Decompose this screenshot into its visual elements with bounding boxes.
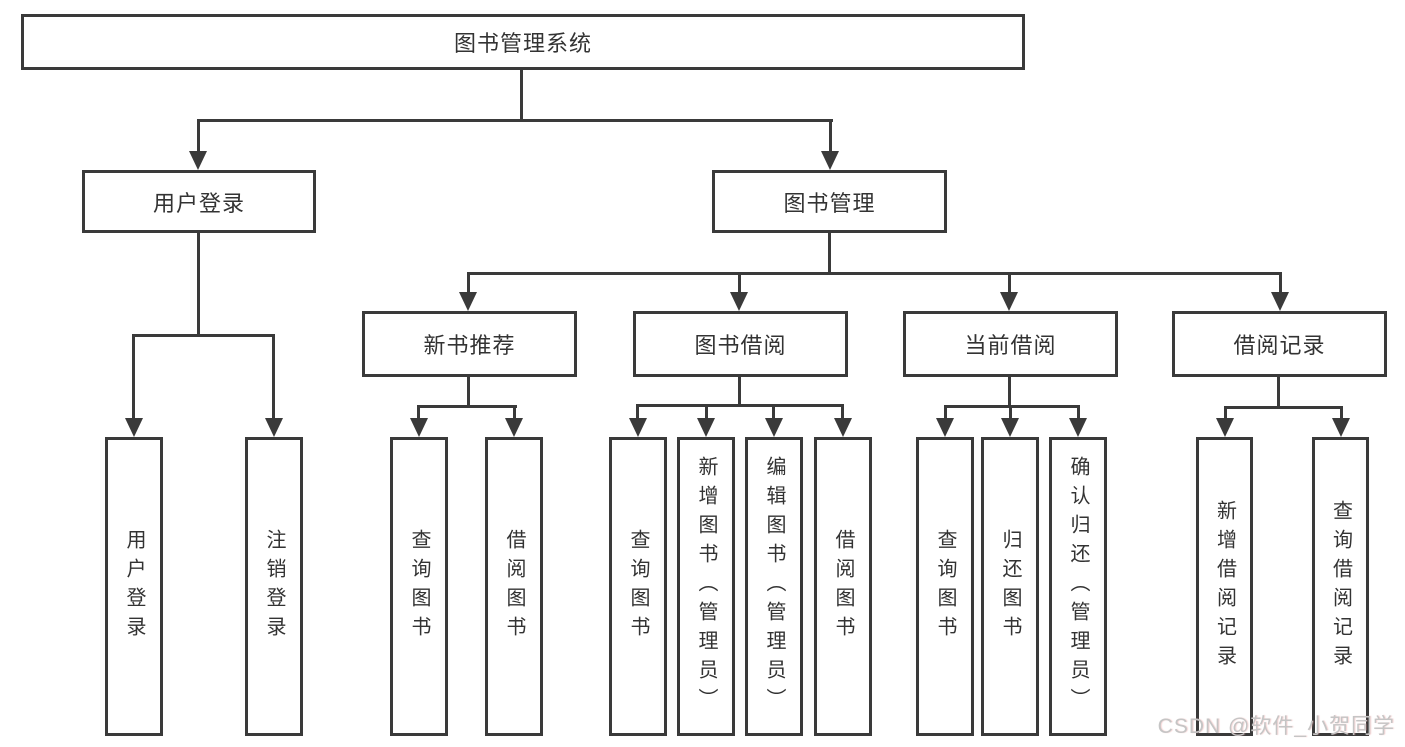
connector-drop xyxy=(467,272,470,296)
leaf-bb-borrow-books: 借阅图书 xyxy=(814,437,872,736)
node-book-borrow: 图书借阅 xyxy=(633,311,848,377)
arrow-down-icon xyxy=(936,418,954,437)
leaf-br-add-record-label: 新增借阅记录 xyxy=(1213,499,1236,674)
node-user-login: 用户登录 xyxy=(82,170,316,233)
connector-root-bar xyxy=(197,119,833,122)
connector-userlogin-bar xyxy=(132,334,275,337)
node-book-management: 图书管理 xyxy=(712,170,947,233)
leaf-bb-add-books-label: 新增图书（管理员） xyxy=(695,456,717,717)
connector-drop xyxy=(829,119,832,155)
leaf-nb-query-books: 查询图书 xyxy=(390,437,448,736)
leaf-bb-edit-books-label: 编辑图书（管理员） xyxy=(763,456,785,717)
arrow-down-icon xyxy=(265,418,283,437)
leaf-cb-confirm-return: 确认归还（管理员） xyxy=(1049,437,1107,736)
leaf-logout-label: 注销登录 xyxy=(263,528,285,645)
leaf-bb-add-books: 新增图书（管理员） xyxy=(677,437,735,736)
arrow-down-icon xyxy=(459,292,477,311)
leaf-br-query-record-label: 查询借阅记录 xyxy=(1329,499,1352,674)
leaf-nb-borrow-books: 借阅图书 xyxy=(485,437,543,736)
leaf-cb-query-books-label: 查询图书 xyxy=(934,528,956,645)
connector-drop xyxy=(513,405,516,420)
connector-bookmgmt-bar xyxy=(467,272,1282,275)
connector-drop xyxy=(197,119,200,155)
leaf-bb-query-books: 查询图书 xyxy=(609,437,667,736)
connector-drop xyxy=(1279,272,1282,296)
leaf-bb-query-books-label: 查询图书 xyxy=(627,528,649,645)
connector-drop xyxy=(272,334,275,420)
connector-drop xyxy=(1009,405,1012,420)
node-borrow-records-label: 借阅记录 xyxy=(1233,333,1326,358)
arrow-down-icon xyxy=(125,418,143,437)
node-book-management-label: 图书管理 xyxy=(783,190,876,216)
arrow-down-icon xyxy=(505,418,523,437)
arrow-down-icon xyxy=(1001,418,1019,437)
leaf-bb-borrow-books-label: 借阅图书 xyxy=(832,528,854,645)
arrow-down-icon xyxy=(629,418,647,437)
arrow-down-icon xyxy=(1069,418,1087,437)
node-new-book-recommend-label: 新书推荐 xyxy=(423,333,516,358)
arrow-down-icon xyxy=(834,418,852,437)
leaf-bb-edit-books: 编辑图书（管理员） xyxy=(745,437,803,736)
node-new-book-recommend: 新书推荐 xyxy=(362,311,577,377)
arrow-down-icon xyxy=(730,292,748,311)
connector-bookborrow-stem xyxy=(738,377,741,407)
connector-drop xyxy=(1008,272,1011,296)
node-current-borrow: 当前借阅 xyxy=(903,311,1118,377)
arrow-down-icon xyxy=(1000,292,1018,311)
arrow-down-icon xyxy=(821,151,839,170)
connector-drop xyxy=(1077,405,1080,420)
leaf-user-login-label: 用户登录 xyxy=(123,528,145,645)
leaf-br-add-record: 新增借阅记录 xyxy=(1196,437,1253,736)
arrow-down-icon xyxy=(410,418,428,437)
leaf-nb-borrow-books-label: 借阅图书 xyxy=(503,528,525,645)
connector-bookborrow-bar xyxy=(636,404,844,407)
arrow-down-icon xyxy=(697,418,715,437)
connector-drop xyxy=(132,334,135,420)
node-user-login-label: 用户登录 xyxy=(152,190,245,216)
node-current-borrow-label: 当前借阅 xyxy=(964,333,1057,358)
leaf-nb-query-books-label: 查询图书 xyxy=(408,528,430,645)
connector-drop xyxy=(705,404,708,420)
connector-drop xyxy=(772,404,775,420)
connector-drop xyxy=(944,405,947,420)
connector-newbook-bar xyxy=(417,405,517,408)
connector-drop xyxy=(1340,406,1343,420)
leaf-cb-query-books: 查询图书 xyxy=(916,437,974,736)
connector-newbook-stem xyxy=(467,377,470,408)
arrow-down-icon xyxy=(189,151,207,170)
connector-drop xyxy=(841,404,844,420)
connector-drop xyxy=(1224,406,1227,420)
connector-bookmgmt-stem xyxy=(828,233,831,275)
connector-currentborrow-bar xyxy=(944,405,1080,408)
connector-drop xyxy=(417,405,420,420)
leaf-user-login: 用户登录 xyxy=(105,437,163,736)
connector-records-bar xyxy=(1224,406,1342,409)
arrow-down-icon xyxy=(1216,418,1234,437)
arrow-down-icon xyxy=(1332,418,1350,437)
connector-currentborrow-stem xyxy=(1008,377,1011,408)
leaf-br-query-record: 查询借阅记录 xyxy=(1312,437,1369,736)
arrow-down-icon xyxy=(765,418,783,437)
node-borrow-records: 借阅记录 xyxy=(1172,311,1387,377)
connector-drop xyxy=(738,272,741,296)
connector-records-stem xyxy=(1277,377,1280,409)
connector-root-stem xyxy=(520,68,523,122)
connector-drop xyxy=(636,404,639,420)
leaf-cb-return-books: 归还图书 xyxy=(981,437,1039,736)
node-root: 图书管理系统 xyxy=(21,14,1025,70)
connector-userlogin-stem xyxy=(197,233,200,337)
node-root-label: 图书管理系统 xyxy=(453,31,592,56)
leaf-cb-confirm-return-label: 确认归还（管理员） xyxy=(1067,456,1089,717)
arrow-down-icon xyxy=(1271,292,1289,311)
leaf-cb-return-books-label: 归还图书 xyxy=(999,528,1021,645)
node-book-borrow-label: 图书借阅 xyxy=(694,333,787,358)
leaf-logout: 注销登录 xyxy=(245,437,303,736)
